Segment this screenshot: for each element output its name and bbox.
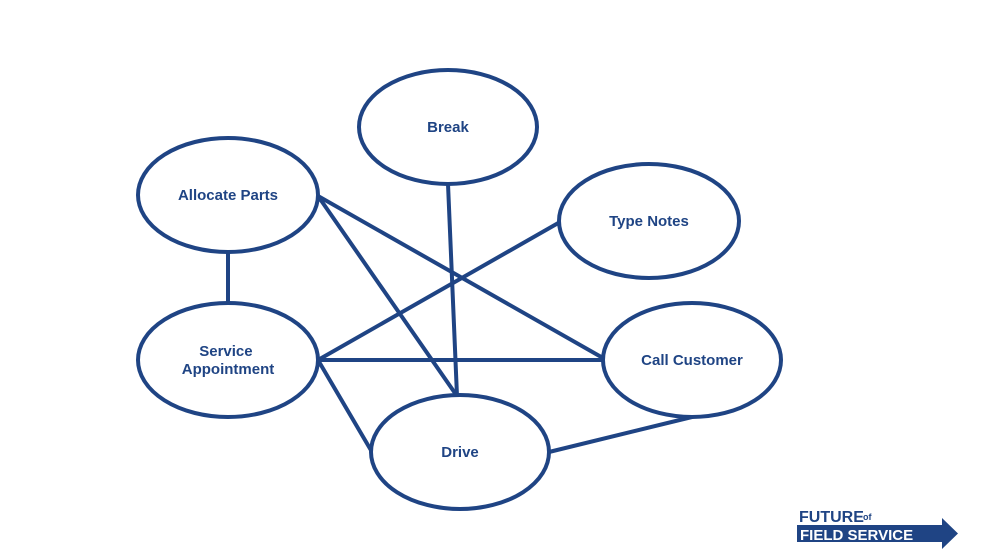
node-drive-shape (369, 393, 551, 511)
node-service-appointment-label-line1: Service (199, 343, 252, 360)
node-break-label: Break (427, 119, 469, 136)
node-allocate-parts: Allocate Parts (136, 136, 320, 254)
node-service-appointment-shape (136, 301, 320, 419)
node-drive-label: Drive (441, 444, 479, 461)
edge-service-appointment-drive (316, 358, 374, 454)
node-type-notes-shape (557, 162, 741, 280)
node-service-appointment-label-line2: Appointment (182, 361, 274, 378)
node-drive: Drive (369, 393, 551, 511)
logo-arrow-icon (942, 518, 958, 549)
logo-line1-small: of (863, 512, 872, 522)
logo-line1: FUTURE (799, 509, 864, 526)
edges (226, 182, 694, 454)
node-type-notes: Type Notes (557, 162, 741, 280)
node-type-notes-label: Type Notes (609, 213, 689, 230)
node-call-customer-label: Call Customer (641, 352, 743, 369)
node-service-appointment: Service Appointment (136, 301, 320, 419)
node-allocate-parts-label: Allocate Parts (178, 187, 278, 204)
edge-allocate-parts-drive (316, 194, 459, 398)
edge-call-customer-drive (547, 415, 694, 454)
node-break: Break (357, 68, 539, 186)
edge-break-drive (446, 182, 459, 398)
logo-banner (797, 525, 942, 542)
logo-line2: FIELD SERVICE (800, 527, 913, 544)
future-of-field-service-logo: FUTURE of FIELD SERVICE (797, 509, 958, 549)
node-break-shape (357, 68, 539, 186)
node-service-appointment-label: Service Appointment (182, 343, 274, 378)
node-call-customer: Call Customer (601, 301, 783, 419)
edge-type-notes-service-appointment (316, 220, 562, 362)
node-allocate-parts-shape (136, 136, 320, 254)
node-call-customer-shape (601, 301, 783, 419)
